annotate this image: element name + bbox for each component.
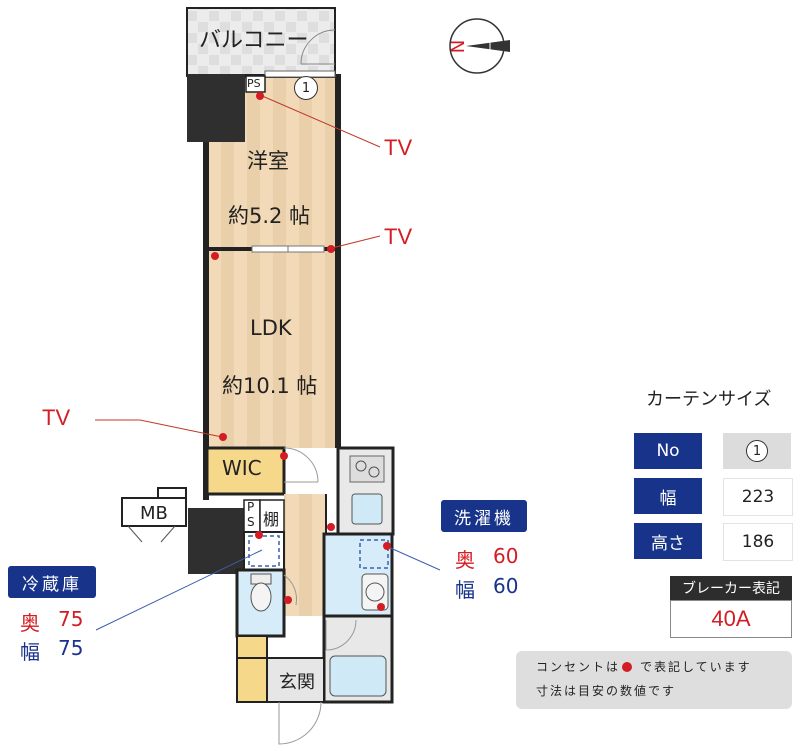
curtain-marker-number: 1 [301, 80, 311, 96]
washer-width-value: 60 [493, 574, 519, 598]
curtain-marker-badge: 1 [294, 76, 318, 100]
fridge-depth-value: 75 [58, 607, 84, 631]
ps-mid-top: P [247, 500, 255, 514]
compass-n-label: N [448, 39, 470, 54]
entrance-label: 玄関 [279, 672, 315, 693]
wic-room [205, 446, 286, 496]
compass-icon [449, 18, 510, 74]
washer-title: 洗濯機 [441, 500, 527, 532]
washer-width-label: 幅 [455, 578, 475, 602]
ldk-name: LDK [250, 316, 292, 340]
fridge-width-label: 幅 [20, 640, 40, 664]
note-line-1: コンセントは [536, 660, 621, 674]
corridor [284, 494, 326, 616]
bedroom-size: 約5.2 帖 [228, 204, 311, 228]
note-line-2: 寸法は目安の数値です [536, 684, 677, 698]
ps-top-label: PS [247, 77, 261, 90]
curtain-no-badge: 1 [746, 440, 768, 462]
balcony-label: バルコニー [199, 28, 309, 53]
wic-label: WIC [222, 456, 262, 480]
fridge-title: 冷蔵庫 [8, 566, 96, 598]
breaker-title: ブレーカー表記 [670, 576, 792, 600]
curtain-key-no: No [634, 433, 702, 469]
curtain-title: カーテンサイズ [646, 389, 772, 410]
shelf-label: 棚 [263, 510, 280, 529]
ps-mid-bottom: S [247, 515, 255, 529]
tv-label-bedroom: TV [384, 135, 413, 160]
curtain-key-height: 高さ [634, 523, 702, 559]
ldk-size: 約10.1 帖 [222, 374, 318, 398]
balcony-area [186, 7, 336, 77]
fridge-depth-label: 奥 [20, 611, 40, 635]
tv-label-ldk: TV [42, 405, 71, 430]
fridge-width-value: 75 [58, 636, 84, 660]
entrance-area [266, 657, 325, 703]
wall-pillar [187, 74, 245, 142]
breaker-value: 40A [670, 600, 792, 638]
mb-label: MB [140, 503, 168, 524]
note-line-1-after: で表記しています [640, 660, 752, 674]
mb-box [121, 497, 187, 527]
curtain-value-no: 1 [723, 433, 791, 469]
curtain-value-width: 223 [723, 478, 793, 516]
curtain-key-width: 幅 [634, 478, 702, 514]
bedroom-name: 洋室 [247, 149, 289, 173]
washer-depth-label: 奥 [455, 548, 475, 572]
outlet-markers [211, 92, 391, 611]
tv-label-divider: TV [384, 224, 413, 249]
curtain-value-height: 186 [723, 523, 793, 561]
fridge-space [243, 531, 285, 571]
main-floor [205, 76, 338, 448]
notes-box [516, 651, 792, 709]
washer-depth-value: 60 [493, 544, 519, 568]
